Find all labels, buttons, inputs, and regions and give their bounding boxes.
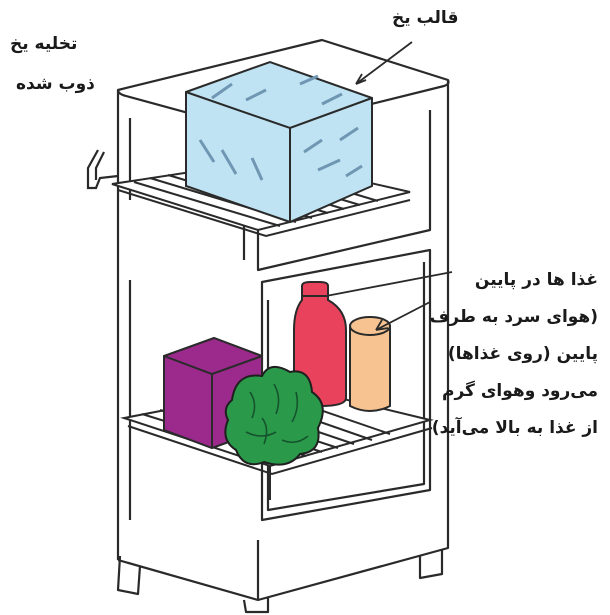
food-note-line: (هوای سرد به طرف [430, 299, 598, 336]
food-note-line: غذا ها در پایین [430, 262, 598, 299]
melted-ice-drain-label-line2: ذوب شده [16, 74, 95, 94]
food-note-line: پایین (روی غذاها) [430, 336, 598, 373]
canister [350, 317, 390, 411]
food-note-line: از غذا به بالا می‌آید) [430, 410, 598, 447]
drain-pipe [88, 150, 118, 188]
melted-ice-drain-label: تخلیه یخ [10, 34, 77, 54]
food-placement-note: غذا ها در پایین (هوای سرد به طرف پایین (… [430, 262, 598, 447]
green-vegetable [225, 367, 322, 465]
ice-mold-label: قالب یخ [392, 8, 458, 28]
cabinet-base [118, 520, 448, 600]
food-note-line: می‌رود وهوای گرم [430, 373, 598, 410]
food-pointer [376, 302, 430, 330]
